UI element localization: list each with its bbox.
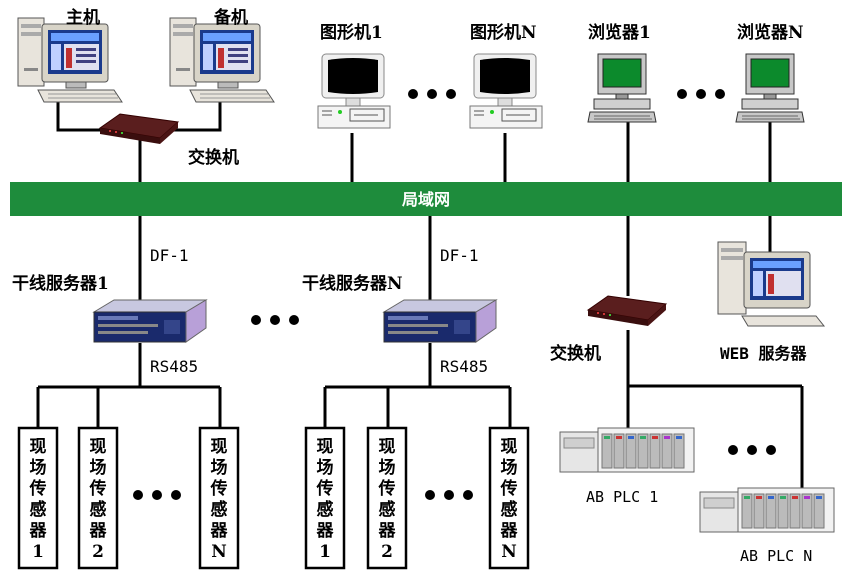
graphics-terminal-icon [469,53,543,129]
switch-right-label: 交换机 [550,343,601,364]
plc-rack-icon [559,427,695,473]
network-switch-icon [587,295,667,327]
trunk-left-name: 干线服务器1 [12,273,109,294]
ellipsis-dots-icon [425,490,473,500]
sensor-label-char: 传 [500,478,518,499]
trunk-right-protocol: DF-1 [440,246,479,265]
sensor-label-char: 场 [30,458,47,478]
sensor-label-char: 现 [379,437,396,457]
sensor-label-char: 感 [90,499,107,520]
host-backup-label: 备机 [213,7,248,28]
sensor-label-char: 2 [381,542,393,562]
trunk-left-bus: RS485 [150,357,198,376]
sensor-box-frame [304,426,346,570]
sensor-label-char: 2 [92,542,104,562]
sensor-box-frame [17,426,59,570]
sensor-label-char: 传 [210,478,228,499]
sensor-label-char: 场 [379,458,396,478]
sensor-label-char: 感 [317,499,334,520]
workstation-icon [17,17,123,103]
switch-top-label: 交换机 [188,147,239,168]
host-main-label: 主机 [66,7,100,28]
sensor-label-char: 感 [211,499,228,520]
sensor-box-frame [488,426,530,570]
trunk-left-protocol: DF-1 [150,246,189,265]
sensor-label-char: 传 [316,478,334,499]
sensor-label-char: 感 [30,499,47,520]
plc-n-label: AB PLC N [740,547,812,565]
lan-bar [10,182,842,216]
sensor-box-frame [366,426,408,570]
ellipsis-dots-icon [728,445,776,455]
sensor-label-char: 器 [29,521,48,541]
sensor-label-char: 感 [379,499,396,520]
sensor-label-char: 感 [501,499,518,520]
plc-1-label: AB PLC 1 [586,488,658,506]
sensor-label-char: 场 [90,458,107,478]
ellipsis-dots-icon [677,89,725,99]
sensor-label-char: 传 [89,478,107,499]
sensor-label-char: 现 [501,437,518,457]
ellipsis-dots-icon [133,490,181,500]
sensor-label-char: 现 [30,437,47,457]
sensor-label-char: N [211,542,227,562]
trunk-right-bus: RS485 [440,357,488,376]
sensor-label-char: 器 [378,521,397,541]
rack-server-icon [383,299,497,343]
sensor-label-char: 器 [210,521,229,541]
rack-server-icon [93,299,207,343]
lan-bus: 局域网 [10,182,842,216]
browser-1-label: 浏览器1 [588,22,651,43]
browser-n-label: 浏览器N [737,22,804,43]
ellipsis-dots-icon [251,315,299,325]
plc-rack-icon [699,487,835,533]
sensor-label-char: 场 [317,458,334,478]
sensor-label-char: 器 [89,521,108,541]
connection-lines [36,100,804,488]
graphics-terminal-icon [317,53,391,129]
sensor-label-char: 传 [29,478,47,499]
sensor-label-char: 器 [500,521,519,541]
lan-label: 局域网 [402,190,450,209]
ellipsis-dots-icon [408,89,456,99]
web-server-icon [717,241,825,327]
sensor-label-char: 场 [211,458,228,478]
sensor-label-char: 器 [316,521,335,541]
sensor-label-char: 1 [319,542,331,562]
browser-terminal-icon [735,53,805,123]
workstation-icon [169,17,275,103]
graphics-1-label: 图形机1 [320,22,383,43]
sensor-label-char: 传 [378,478,396,499]
sensor-label-char: N [501,542,517,562]
sensor-box-frame [198,426,240,570]
sensor-label-char: 场 [501,458,518,478]
sensor-label-char: 现 [90,437,107,457]
web-server-label: WEB 服务器 [720,344,808,363]
sensor-label-char: 1 [32,542,44,562]
network-switch-icon [99,113,179,145]
sensor-label-char: 现 [317,437,334,457]
browser-terminal-icon [587,53,657,123]
trunk-right-name: 干线服务器N [302,273,403,294]
graphics-n-label: 图形机N [470,22,537,43]
sensor-label-char: 现 [211,437,228,457]
sensor-box-frame [77,426,119,570]
